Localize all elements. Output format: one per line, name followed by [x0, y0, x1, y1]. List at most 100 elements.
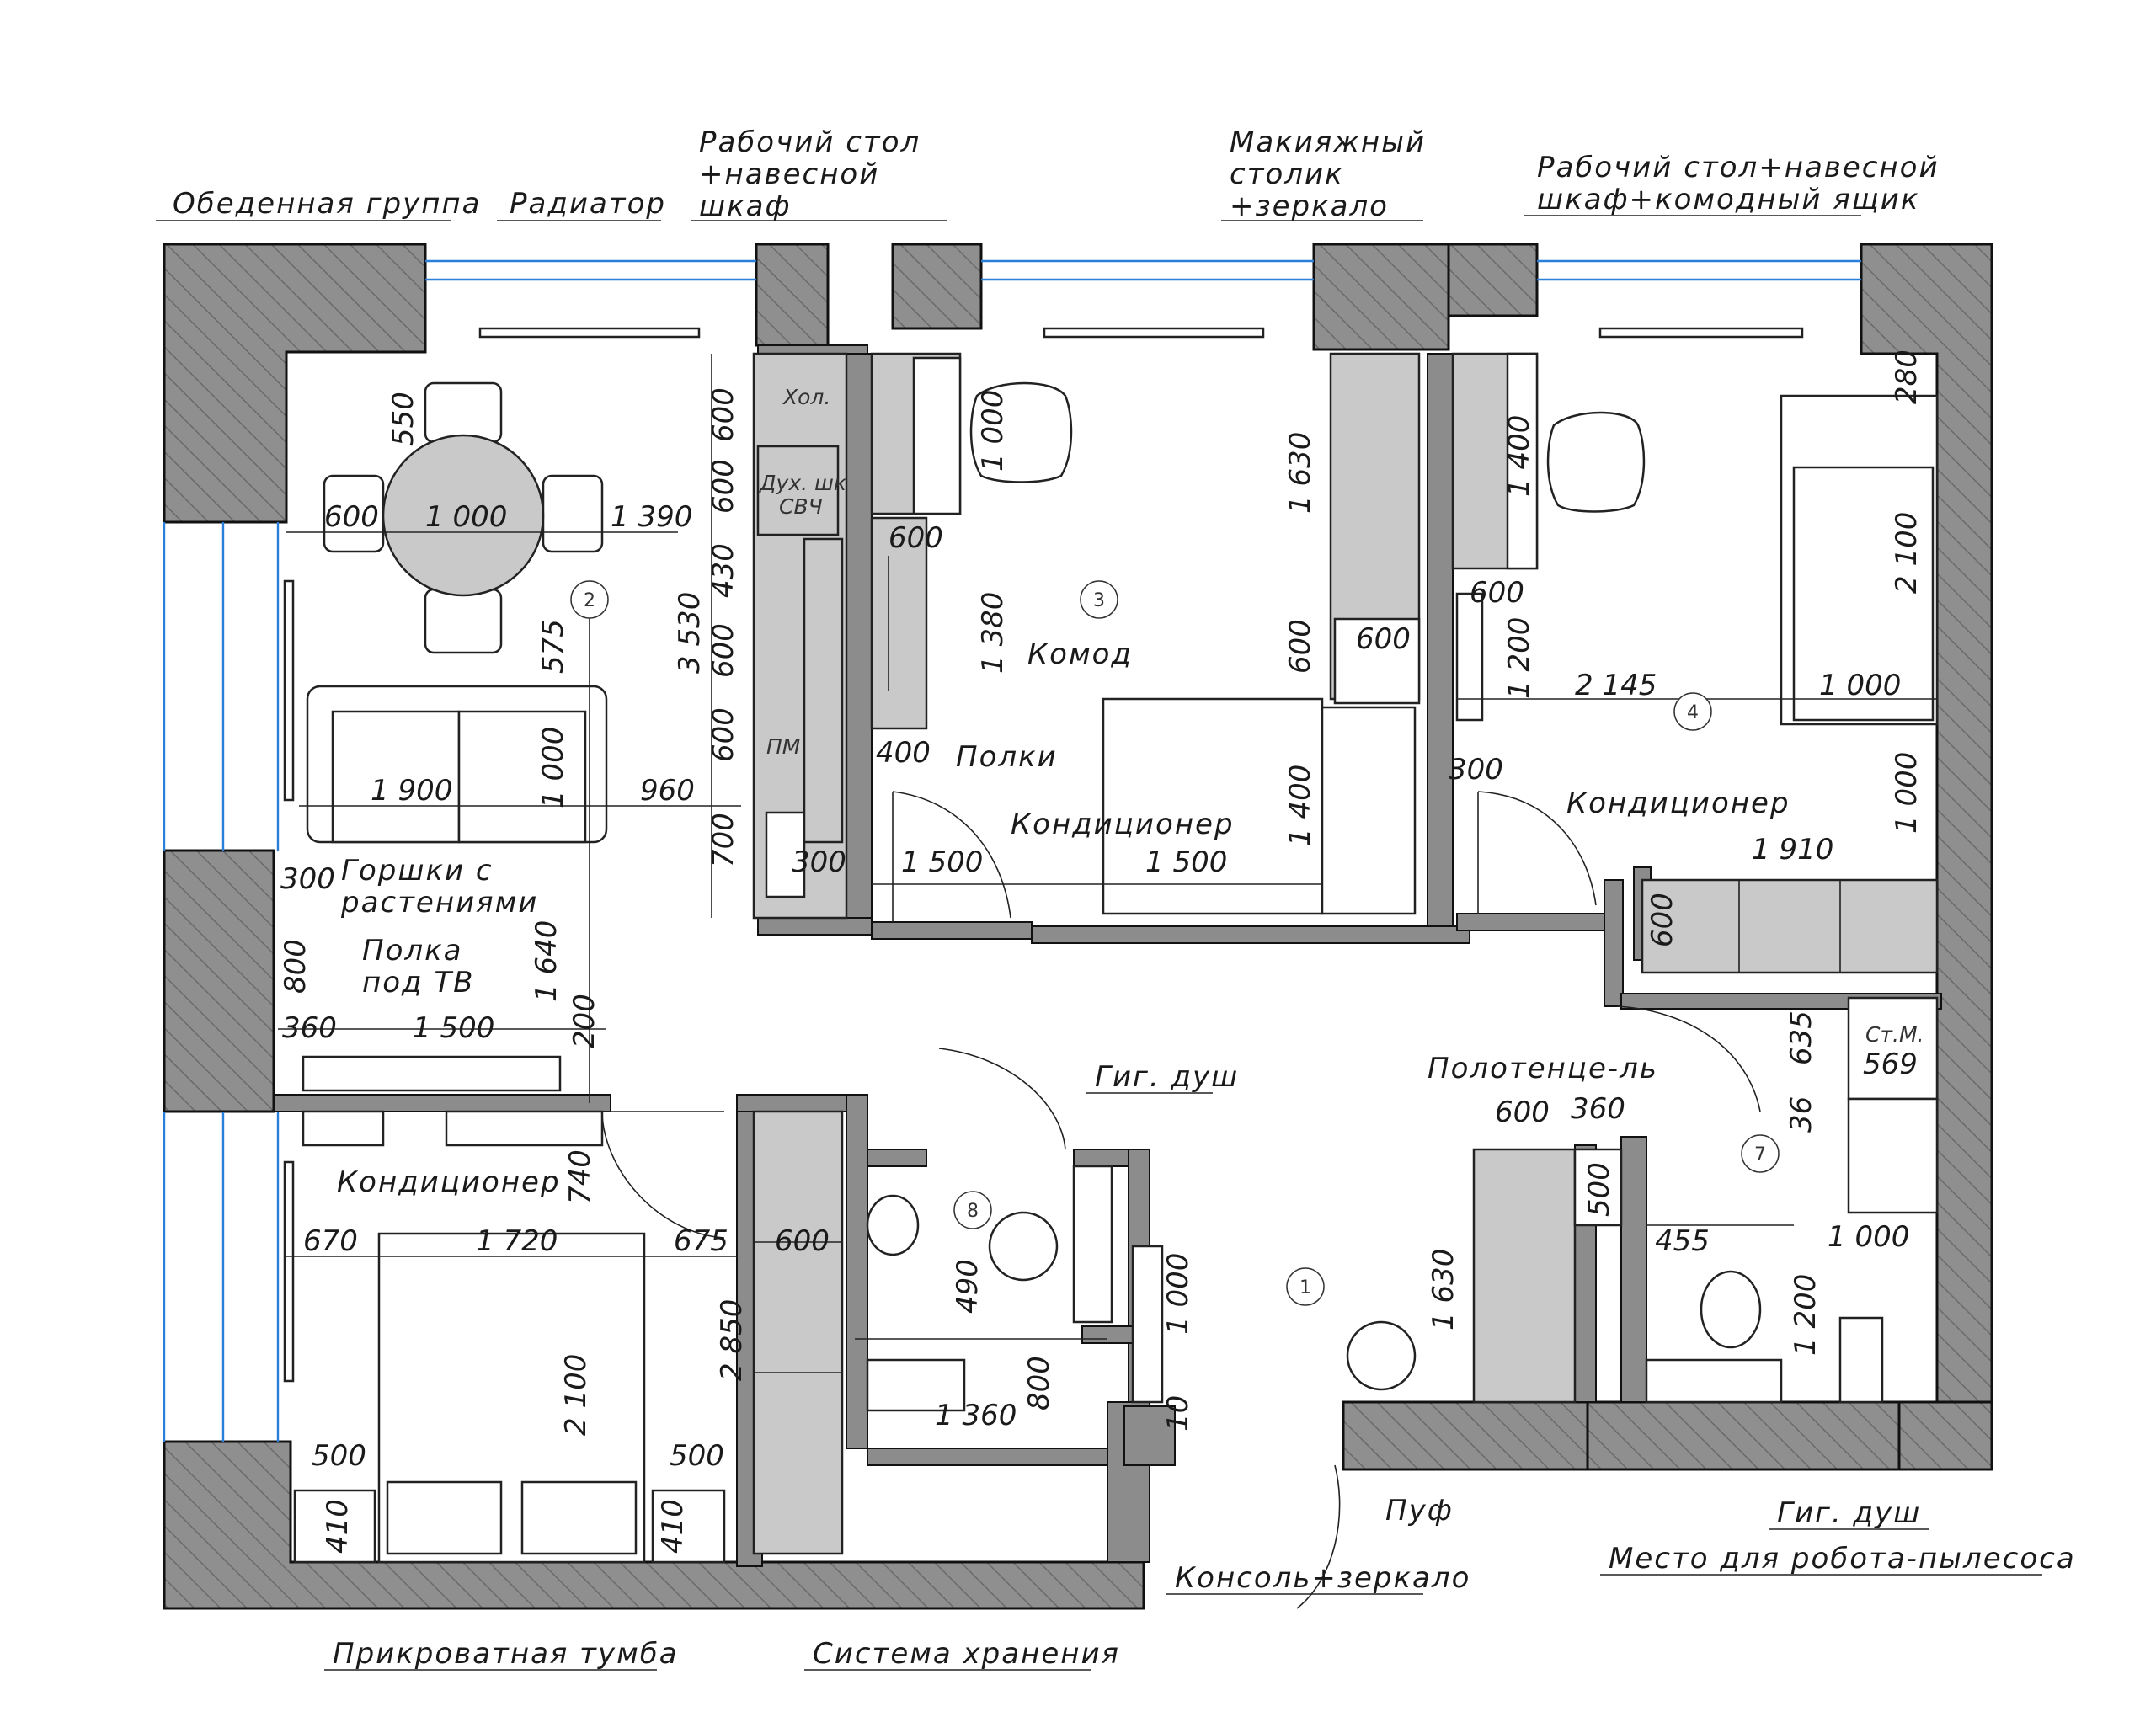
dim-2145: 2 145	[1575, 669, 1657, 702]
label-ac2: Кондиционер	[1566, 787, 1790, 820]
dim-3530: 3 530	[673, 592, 707, 674]
room-number: 8	[967, 1201, 979, 1222]
label-ac1: Кондиционер	[1011, 808, 1235, 841]
partitions	[273, 344, 1942, 1567]
room-number: 4	[1687, 702, 1699, 723]
label-storage: Система хранения	[813, 1637, 1120, 1671]
label-ac3: Кондиционер	[337, 1165, 561, 1199]
dim-1390: 1 390	[611, 500, 692, 534]
dim-600: 600	[1356, 622, 1411, 656]
dim-600: 600	[324, 500, 379, 534]
dim-1000: 1 000	[425, 500, 507, 534]
dim-1000: 1 000	[1819, 669, 1901, 702]
dim-600: 600	[1470, 576, 1524, 610]
label-pouf: Пуф	[1385, 1494, 1454, 1528]
radiators	[283, 327, 1804, 1383]
dim-600: 600	[707, 623, 740, 678]
dimensions: 550 600 1 000 1 390 575 1 900 1 000 960 …	[279, 349, 1924, 1554]
doors	[601, 791, 1761, 1609]
dim-700: 700	[707, 813, 740, 867]
dim-200: 200	[568, 994, 601, 1048]
dim-2100: 2 100	[559, 1354, 593, 1436]
labels: Обеденная группа Радиатор Рабочий стол +…	[156, 125, 2074, 1671]
room3-furniture	[870, 352, 1421, 915]
dim-300: 300	[280, 862, 335, 896]
label-plants-line2: растениями	[340, 886, 538, 920]
label-desk1-line2: +навесной	[699, 157, 879, 191]
dim-600: 600	[707, 387, 740, 442]
label-tv-line2: под ТВ	[362, 966, 474, 1000]
sofa	[306, 685, 608, 844]
dim-600: 600	[1495, 1096, 1550, 1129]
dim-300: 300	[1449, 753, 1503, 787]
dim-1500: 1 500	[413, 1011, 494, 1045]
label-makeup-line2: столик	[1230, 157, 1344, 191]
label-desk1-line3: шкаф	[699, 189, 792, 223]
dim-1200: 1 200	[1789, 1274, 1822, 1356]
label-nightstand: Прикроватная тумба	[333, 1637, 679, 1671]
dim-1400: 1 400	[1502, 415, 1536, 497]
dim-800: 800	[1022, 1356, 1056, 1410]
room-number: 1	[1299, 1277, 1311, 1298]
dim-36: 36	[1785, 1096, 1818, 1133]
dim-600: 600	[707, 459, 740, 514]
dim-600: 600	[775, 1224, 830, 1258]
room-8-marker	[953, 1191, 992, 1229]
label-makeup-line3: +зеркало	[1230, 189, 1389, 223]
dim-635: 635	[1785, 1010, 1818, 1065]
label-shelves: Полки	[956, 740, 1058, 774]
room4-furniture	[1451, 352, 1939, 974]
bathroom8-furniture	[866, 1165, 1417, 1412]
label-desk2-line2: шкаф+комодный ящик	[1537, 183, 1919, 216]
room-1-marker	[1286, 1267, 1325, 1306]
label-desk2-line1: Рабочий стол+навесной	[1537, 151, 1940, 184]
label-oven-line1: Дух. шк	[759, 471, 846, 495]
bathroom7-furniture	[1472, 996, 1939, 1404]
dim-1000: 1 000	[1161, 1253, 1195, 1335]
dim-600: 600	[707, 707, 740, 762]
dim-1380: 1 380	[976, 592, 1010, 674]
dim-1200: 1 200	[1502, 617, 1536, 699]
dim-1400: 1 400	[1283, 765, 1317, 846]
room-number: 7	[1754, 1144, 1766, 1165]
dim-500: 500	[1582, 1162, 1616, 1217]
label-dishwasher: ПМ	[766, 734, 800, 759]
dim-550: 550	[387, 392, 420, 446]
structural-walls	[163, 243, 1993, 1610]
dim-675: 675	[674, 1224, 728, 1258]
dim-1000: 1 000	[976, 390, 1010, 472]
kitchen	[752, 352, 848, 920]
dim-360: 360	[282, 1011, 337, 1045]
room-3-marker	[1080, 580, 1118, 619]
label-dresser: Комод	[1027, 637, 1133, 671]
label-desk1-line1: Рабочий стол	[699, 125, 921, 159]
room-7-marker	[1741, 1134, 1780, 1173]
room-number: 3	[1093, 590, 1105, 611]
dim-1000: 1 000	[1890, 752, 1924, 834]
dim-1900: 1 900	[371, 774, 452, 808]
dim-360: 360	[1571, 1092, 1625, 1126]
dim-1500: 1 500	[1145, 845, 1227, 879]
label-radiator: Радиатор	[510, 187, 666, 221]
label-hyg-shower1: Гиг. душ	[1095, 1060, 1239, 1094]
dim-600: 600	[1646, 893, 1679, 947]
room-4-marker	[1673, 692, 1712, 731]
dim-1720: 1 720	[476, 1224, 558, 1258]
dim-490: 490	[951, 1259, 985, 1314]
label-tv-line1: Полка	[362, 934, 462, 968]
dim-1640: 1 640	[530, 920, 563, 1002]
dim-1000: 1 000	[1828, 1220, 1909, 1254]
dim-800: 800	[279, 939, 312, 994]
dim-500: 500	[312, 1439, 366, 1473]
label-plants-line1: Горшки с	[341, 854, 494, 888]
room-markers: 1 2 3 4 7 8	[570, 580, 1780, 1306]
label-washer-line1: Ст.М.	[1865, 1022, 1924, 1047]
label-washer-line2: 569	[1863, 1048, 1918, 1081]
dim-500: 500	[670, 1439, 724, 1473]
dim-1500: 1 500	[901, 845, 983, 879]
label-console: Консоль+зеркало	[1175, 1561, 1470, 1595]
dim-960: 960	[640, 774, 695, 808]
dim-575: 575	[536, 619, 570, 674]
dim-1000: 1 000	[536, 727, 570, 808]
label-towel: Полотенце-ль	[1428, 1052, 1658, 1085]
